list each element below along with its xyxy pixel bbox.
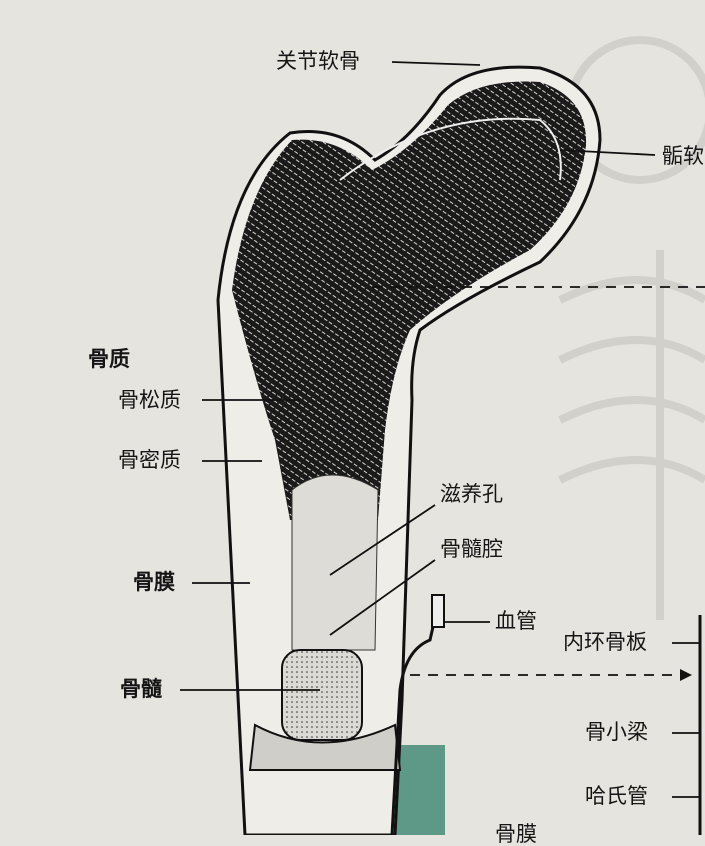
- label-compact-bone: 骨密质: [118, 448, 181, 472]
- epiphyseal-line: [339, 117, 562, 181]
- label-marrow-cavity: 骨髓腔: [440, 537, 503, 561]
- label-articular-cartilage: 关节软骨: [276, 49, 360, 73]
- label-spongy-bone: 骨松质: [118, 388, 181, 412]
- label-nutrient-foramen: 滋养孔: [440, 482, 503, 506]
- cut-surface: [248, 723, 402, 771]
- blood-vessel: [390, 604, 440, 835]
- label-inner-circumferential-lamella: 内环骨板: [563, 630, 647, 654]
- bone-marrow-plug: [281, 649, 363, 741]
- arrow-head-icon: [680, 669, 692, 681]
- label-trabecula: 骨小梁: [585, 720, 648, 744]
- label-epiphyseal-cartilage: 骺软: [662, 144, 704, 168]
- label-blood-vessel: 血管: [495, 609, 537, 633]
- label-bone-marrow: 骨髓: [120, 677, 162, 701]
- spongy-bone-region: [232, 81, 587, 520]
- label-bone-substance: 骨质: [88, 347, 130, 371]
- label-haversian-canal: 哈氏管: [585, 784, 648, 808]
- label-periosteum: 骨膜: [133, 570, 175, 594]
- marrow-cavity: [291, 474, 379, 651]
